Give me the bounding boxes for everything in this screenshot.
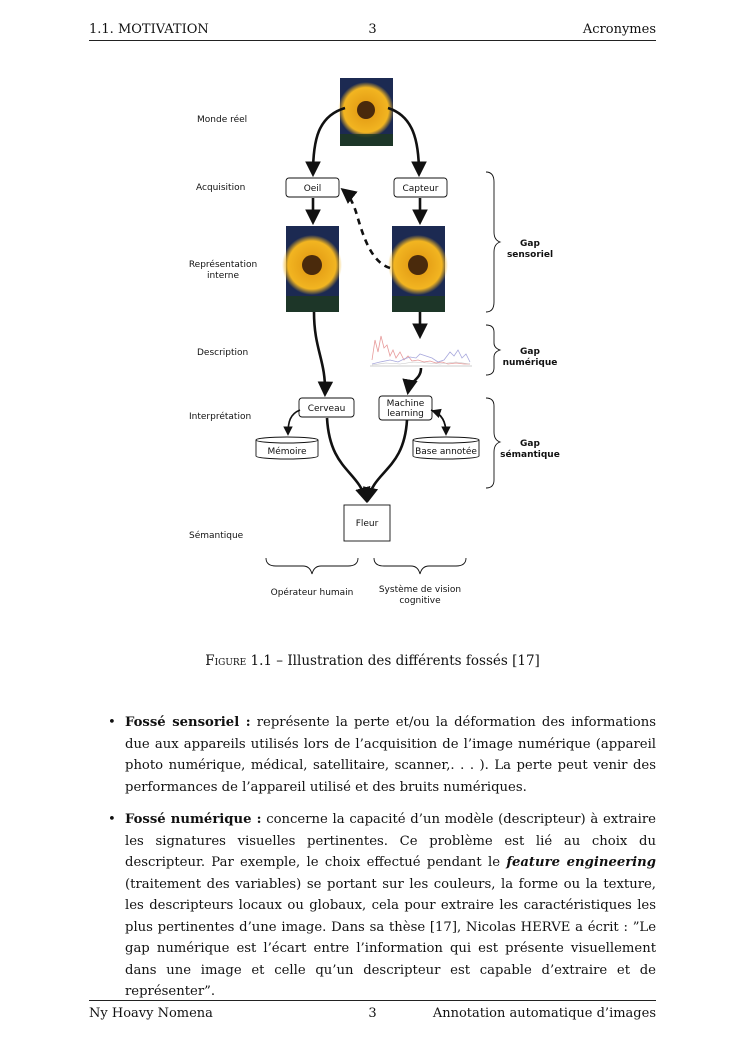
figure-caption: Figure 1.1 – Illustration des différents… bbox=[0, 653, 745, 669]
histogram-image bbox=[370, 335, 472, 367]
database-base-annotee: Base annotée bbox=[412, 436, 480, 460]
box-machine-learning: Machine learning bbox=[378, 395, 433, 421]
page-footer: Ny Hoavy Nomena 3 Annotation automatique… bbox=[89, 1000, 656, 1026]
svg-text:Mémoire: Mémoire bbox=[267, 446, 307, 457]
footer-page-number: 3 bbox=[368, 1006, 377, 1021]
svg-text:Base annotée: Base annotée bbox=[415, 446, 477, 457]
list-item: • Fossé numérique : concerne la capacité… bbox=[108, 809, 656, 1003]
box-oeil: Oeil bbox=[285, 177, 340, 198]
svg-text:Fleur: Fleur bbox=[356, 519, 379, 529]
footer-author: Ny Hoavy Nomena bbox=[89, 1006, 213, 1021]
box-fleur: Fleur bbox=[343, 504, 391, 542]
label-semantique: Sémantique bbox=[189, 530, 244, 541]
svg-text:Machine: Machine bbox=[387, 399, 425, 409]
sunflower-image-sensor bbox=[388, 226, 448, 312]
bullet-text-after: (traitement des variables) se portant su… bbox=[125, 876, 656, 1000]
gap-numerique-line2: numérique bbox=[503, 357, 558, 368]
label-monde-reel: Monde réel bbox=[197, 114, 247, 125]
label-cognitive: cognitive bbox=[399, 596, 441, 606]
database-arrows bbox=[283, 408, 451, 436]
gap-sensoriel-line2: sensoriel bbox=[507, 250, 553, 260]
figure-caption-text: – Illustration des différents fossés [17… bbox=[272, 653, 540, 669]
svg-text:Capteur: Capteur bbox=[403, 184, 439, 194]
gap-braces bbox=[265, 171, 502, 575]
figure-number: Figure 1.1 bbox=[205, 653, 273, 669]
gap-semantique-line1: Gap bbox=[520, 439, 540, 449]
header-chapter: Acronymes bbox=[582, 22, 656, 37]
bullet-emphasis: feature engineering bbox=[506, 855, 656, 870]
label-interne: interne bbox=[207, 271, 240, 281]
bullet-list: • Fossé sensoriel : représente la perte … bbox=[108, 712, 656, 1014]
bullet-text: représente la perte et/ou la déformation… bbox=[125, 715, 656, 795]
dashed-feedback-arrow bbox=[340, 188, 391, 270]
label-operateur-humain: Opérateur humain bbox=[271, 587, 354, 598]
box-cerveau: Cerveau bbox=[298, 397, 355, 418]
gap-sensoriel-line1: Gap bbox=[520, 239, 540, 249]
label-description: Description bbox=[197, 348, 248, 358]
label-acquisition: Acquisition bbox=[196, 183, 245, 193]
label-interpretation: Interprétation bbox=[189, 411, 251, 422]
bullet-term: Fossé sensoriel : bbox=[125, 715, 251, 730]
gap-diagram: Monde réel Acquisition Représentation in… bbox=[189, 78, 560, 606]
gap-numerique-line1: Gap bbox=[520, 347, 540, 357]
diagram-arrows bbox=[305, 106, 428, 504]
svg-text:Oeil: Oeil bbox=[304, 184, 322, 194]
gap-semantique-line2: sémantique bbox=[500, 449, 560, 460]
database-memoire: Mémoire bbox=[255, 436, 319, 460]
label-systeme-vision: Système de vision bbox=[379, 584, 461, 595]
page-header: 1.1. MOTIVATION 3 Acronymes bbox=[89, 22, 656, 41]
header-section: 1.1. MOTIVATION bbox=[89, 22, 209, 37]
header-page-number: 3 bbox=[368, 22, 377, 37]
svg-text:Cerveau: Cerveau bbox=[308, 404, 346, 414]
footer-title: Annotation automatique d’images bbox=[432, 1006, 656, 1021]
list-item: • Fossé sensoriel : représente la perte … bbox=[108, 712, 656, 798]
label-representation: Représentation bbox=[189, 259, 257, 270]
bullet-term: Fossé numérique : bbox=[125, 812, 262, 827]
svg-text:learning: learning bbox=[387, 409, 424, 419]
box-capteur: Capteur bbox=[393, 177, 448, 198]
sunflower-image-eye bbox=[282, 226, 342, 312]
bullet-dot-icon: • bbox=[108, 715, 116, 730]
sunflower-image-real bbox=[338, 78, 394, 146]
bullet-dot-icon: • bbox=[108, 812, 116, 827]
bullet-text-before: concerne la capacité d’un modèle (descri… bbox=[125, 812, 656, 870]
